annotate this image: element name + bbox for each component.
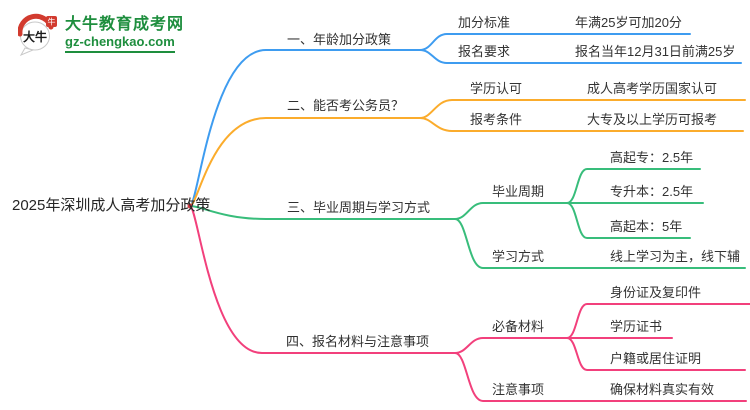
site-logo[interactable]: 牛 大牛 大牛教育成考网 gz-chengkao.com bbox=[18, 12, 184, 56]
root-anchor-dot bbox=[187, 203, 193, 209]
site-url: gz-chengkao.com bbox=[65, 34, 175, 53]
branch3-group1-item2: 专升本：2.5年 bbox=[610, 184, 694, 199]
branch1-label: 一、年龄加分政策 bbox=[287, 32, 392, 47]
branch2-lines bbox=[189, 99, 746, 207]
branch4-group1-item3: 户籍或居住证明 bbox=[610, 351, 702, 366]
branch4-group1-item1: 身份证及复印件 bbox=[610, 285, 702, 300]
branch1-lines bbox=[189, 33, 742, 207]
branch2-label: 二、能否考公务员？ bbox=[287, 98, 405, 113]
branch1-row1-label: 加分标准 bbox=[458, 15, 511, 30]
branch2-row2-value: 大专及以上学历可报考 bbox=[587, 112, 718, 127]
branch3-lines bbox=[189, 168, 746, 269]
branch4-group1-item2: 学历证书 bbox=[610, 319, 663, 334]
svg-text:牛: 牛 bbox=[48, 17, 56, 27]
branch1-row1-value: 年满25岁可加20分 bbox=[575, 15, 682, 30]
branch4-lines bbox=[189, 205, 750, 402]
branch3-group1-label: 毕业周期 bbox=[492, 184, 545, 199]
daniu-bull-icon: 牛 大牛 bbox=[18, 13, 57, 56]
branch1-row2-label: 报名要求 bbox=[458, 44, 511, 59]
branch4-row2-value: 确保材料真实有效 bbox=[610, 382, 715, 397]
svg-text:大牛: 大牛 bbox=[23, 29, 47, 44]
branch3-row2-label: 学习方式 bbox=[492, 249, 545, 264]
branch2-row1-label: 学历认可 bbox=[470, 81, 523, 96]
branch3-row2-value: 线上学习为主，线下辅 bbox=[610, 249, 741, 264]
branch4-group1-label: 必备材料 bbox=[492, 319, 545, 334]
site-name: 大牛教育成考网 bbox=[65, 16, 185, 33]
branch3-group1-item3: 高起本：5年 bbox=[610, 219, 683, 234]
root-node: 2025年深圳成人高考加分政策 bbox=[12, 197, 211, 214]
branch2-row1-value: 成人高考学历国家认可 bbox=[587, 81, 718, 96]
branch4-label: 四、报名材料与注意事项 bbox=[286, 334, 430, 349]
logo-text: 大牛教育成考网 gz-chengkao.com bbox=[65, 15, 184, 53]
branch1-row2-value: 报名当年12月31日前满25岁 bbox=[575, 44, 736, 59]
branch3-group1-item1: 高起专：2.5年 bbox=[610, 150, 694, 165]
branch3-label: 三、毕业周期与学习方式 bbox=[287, 200, 431, 215]
branch2-row2-label: 报考条件 bbox=[470, 112, 523, 127]
branch4-row2-label: 注意事项 bbox=[492, 382, 545, 397]
